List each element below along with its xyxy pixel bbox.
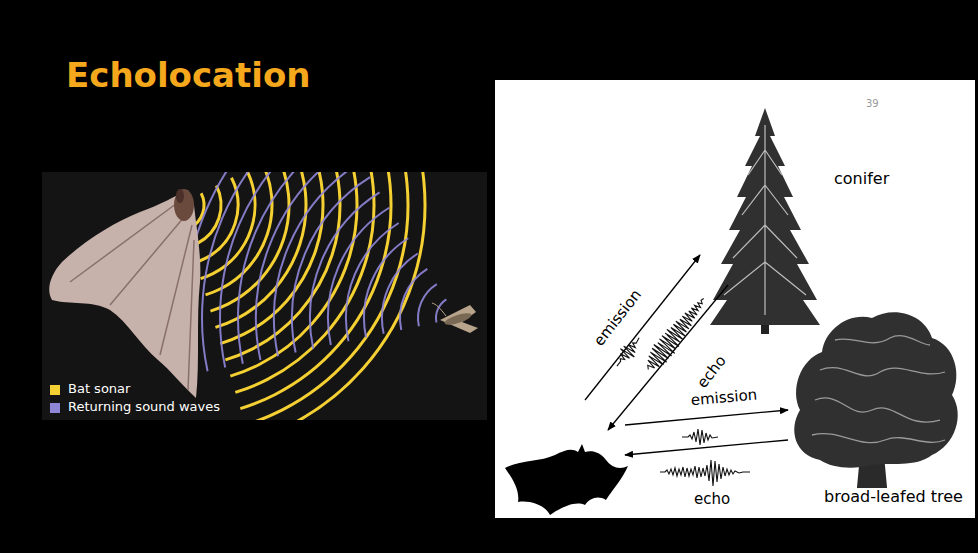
- moth-photo: [432, 303, 478, 333]
- signal-label: echo: [694, 491, 730, 508]
- photo-panel: [42, 172, 487, 420]
- legend-swatch: [50, 403, 60, 413]
- tree-label: conifer: [832, 170, 891, 188]
- bat-photo: [49, 189, 200, 398]
- sound-arrows: [585, 255, 788, 455]
- conifer-tree: [710, 108, 820, 334]
- legend-swatch: [50, 385, 60, 395]
- diagram-panel: [495, 80, 975, 518]
- tree-label: broad-leafed tree: [822, 488, 965, 506]
- page-number: 39: [866, 98, 879, 110]
- broad-leafed-tree: [794, 312, 957, 506]
- sonar-waves: [42, 172, 487, 420]
- bat-silhouette: [505, 444, 628, 515]
- slide-title: Echolocation: [66, 56, 311, 95]
- legend-text: Bat sonar: [66, 382, 132, 397]
- legend-text: Returning sound waves: [66, 400, 222, 415]
